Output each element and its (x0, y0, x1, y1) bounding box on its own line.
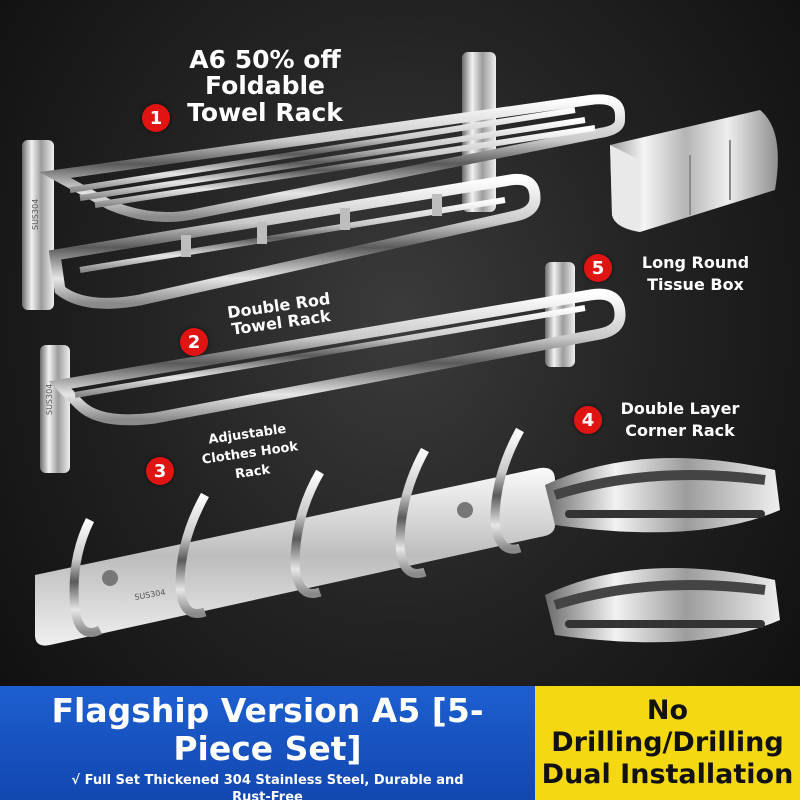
tissue-box-graphic (610, 110, 778, 232)
install-line1: No (646, 695, 689, 726)
towel-rack-offer: A6 50% off (189, 45, 341, 74)
badge-3: 3 (146, 457, 174, 485)
product-illustration: SUS304 SUS304 SUS304 (22, 52, 780, 646)
badge-4: 4 (574, 406, 602, 434)
corner-rack-line1: Double Layer (620, 399, 740, 418)
banner-subtitle: √ Full Set Thickened 304 Stainless Steel… (71, 773, 464, 800)
tissue-box-line1: Long Round (641, 253, 750, 272)
install-line3: Dual Installation (541, 759, 794, 790)
badge-2: 2 (180, 328, 208, 356)
tissue-box-label: Long Round Tissue Box (628, 252, 763, 296)
install-line2: Drilling/Drilling (551, 727, 784, 758)
corner-rack-label: Double Layer Corner Rack (605, 398, 755, 442)
bottom-banner: Flagship Version A5 [5-Piece Set] √ Full… (0, 686, 800, 800)
towel-rack-title: A6 50% off Foldable Towel Rack (160, 45, 370, 127)
double-rod-towel-rack-graphic (40, 262, 626, 473)
towel-rack-type: Foldable (205, 71, 325, 101)
badge-1: 1 (142, 104, 170, 132)
clothes-hook-rack-graphic (35, 427, 555, 646)
towel-rack-name: Towel Rack (187, 97, 343, 127)
installation-panel: No Drilling/Drilling Dual Installation (535, 686, 800, 800)
version-panel: Flagship Version A5 [5-Piece Set] √ Full… (0, 686, 535, 800)
banner-title: Flagship Version A5 [5-Piece Set] (51, 691, 484, 768)
tissue-box-line2: Tissue Box (647, 275, 744, 294)
foldable-towel-rack-graphic (22, 52, 625, 310)
rack-engraving: SUS304 (31, 199, 40, 230)
corner-rack-line2: Corner Rack (625, 421, 735, 440)
rod-engraving: SUS304 (45, 384, 54, 415)
badge-5: 5 (584, 254, 612, 282)
corner-rack-graphic (545, 458, 780, 643)
